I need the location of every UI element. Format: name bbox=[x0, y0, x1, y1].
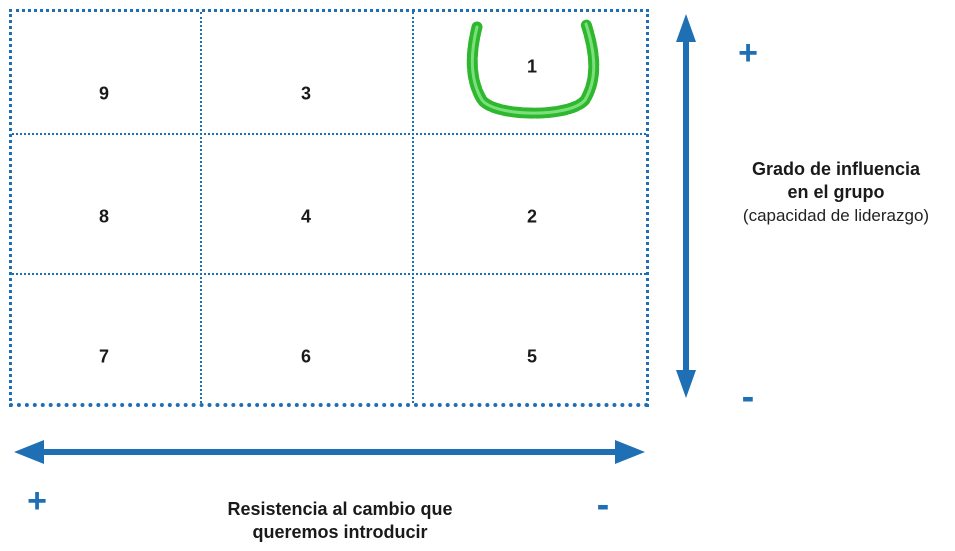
grid-divider-horizontal bbox=[12, 133, 646, 135]
grid-divider-vertical bbox=[200, 12, 202, 403]
vertical-double-arrow-icon bbox=[676, 14, 696, 398]
cell-number: 3 bbox=[300, 83, 312, 104]
vertical-axis-title-line2: en el grupo bbox=[787, 182, 885, 202]
horizontal-axis-plus: + bbox=[27, 482, 47, 520]
cell-number: 2 bbox=[526, 206, 538, 227]
cell-number: 4 bbox=[300, 206, 312, 227]
cell-number: 5 bbox=[526, 346, 538, 367]
cell-number: 6 bbox=[300, 346, 312, 367]
cell-number: 1 bbox=[526, 56, 538, 77]
cell-number: 9 bbox=[98, 83, 110, 104]
vertical-axis-minus: - bbox=[741, 376, 755, 418]
horizontal-axis-minus: - bbox=[596, 484, 610, 526]
grid-divider-horizontal bbox=[12, 273, 646, 275]
vertical-axis-label: Grado de influencia en el grupo (capacid… bbox=[725, 158, 947, 227]
vertical-axis-subtitle: (capacidad de liderazgo) bbox=[742, 206, 930, 225]
horizontal-double-arrow-icon bbox=[14, 440, 645, 464]
horizontal-axis-title-line2: queremos introducir bbox=[252, 522, 428, 542]
cell-number: 8 bbox=[98, 206, 110, 227]
matrix-grid bbox=[9, 9, 649, 407]
vertical-axis-title-line1: Grado de influencia bbox=[751, 159, 921, 179]
horizontal-axis-label: Resistencia al cambio que queremos intro… bbox=[200, 498, 480, 544]
cell-number: 7 bbox=[98, 346, 110, 367]
highlight-u-icon bbox=[466, 18, 600, 119]
vertical-axis-plus: + bbox=[738, 34, 758, 72]
horizontal-axis-title-line1: Resistencia al cambio que bbox=[227, 499, 453, 519]
grid-divider-vertical bbox=[412, 12, 414, 403]
